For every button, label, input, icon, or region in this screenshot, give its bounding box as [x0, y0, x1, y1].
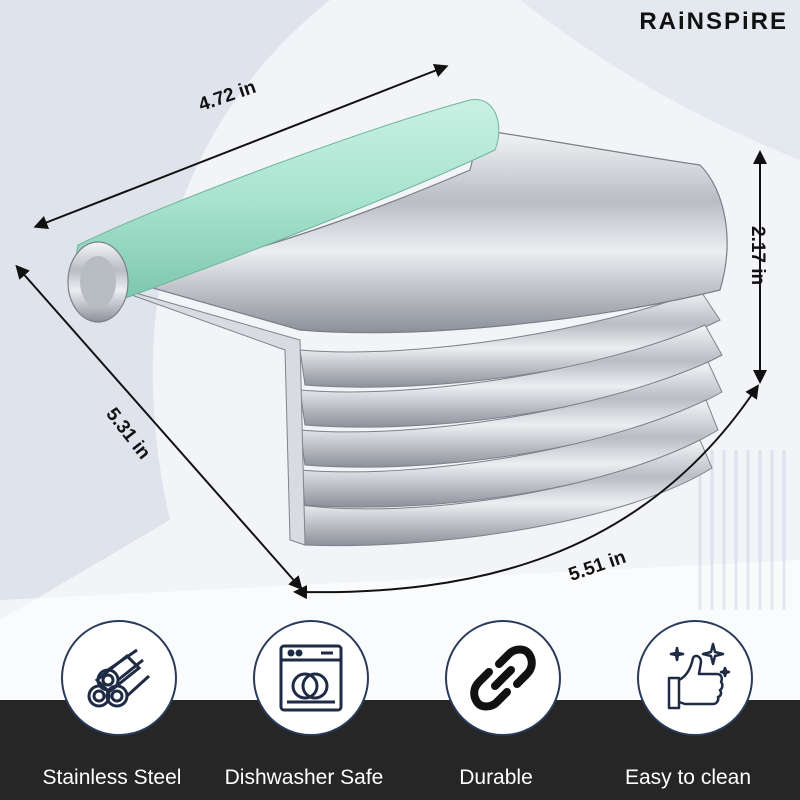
- feature-dishwasher-safe: Dishwasher Safe: [209, 620, 399, 800]
- chain-link-icon: [470, 645, 536, 711]
- feature-icon-circle: [253, 620, 369, 736]
- feature-list: Stainless Steel Dish: [0, 610, 800, 800]
- brand-logo: RAiNSPiRE: [639, 8, 788, 35]
- dimension-height-right: 2.17 in: [747, 226, 768, 286]
- feature-icon-circle: [637, 620, 753, 736]
- dimension-arrows: [15, 64, 767, 600]
- feature-icon-circle: [445, 620, 561, 736]
- dishwasher-icon: [279, 644, 343, 712]
- steel-rods-icon: [87, 648, 151, 708]
- feature-label: Easy to clean: [624, 766, 752, 789]
- feature-icon-circle: [61, 620, 177, 736]
- feature-stainless-steel: Stainless Steel: [17, 620, 207, 800]
- sparkle-thumbs-up-icon: [667, 642, 731, 710]
- feature-label: Durable: [459, 766, 533, 789]
- feature-durable: Durable: [401, 620, 591, 800]
- feature-easy-to-clean: Easy to clean: [593, 620, 783, 800]
- feature-label: Stainless Steel: [42, 766, 182, 789]
- feature-label: Dishwasher Safe: [224, 766, 384, 789]
